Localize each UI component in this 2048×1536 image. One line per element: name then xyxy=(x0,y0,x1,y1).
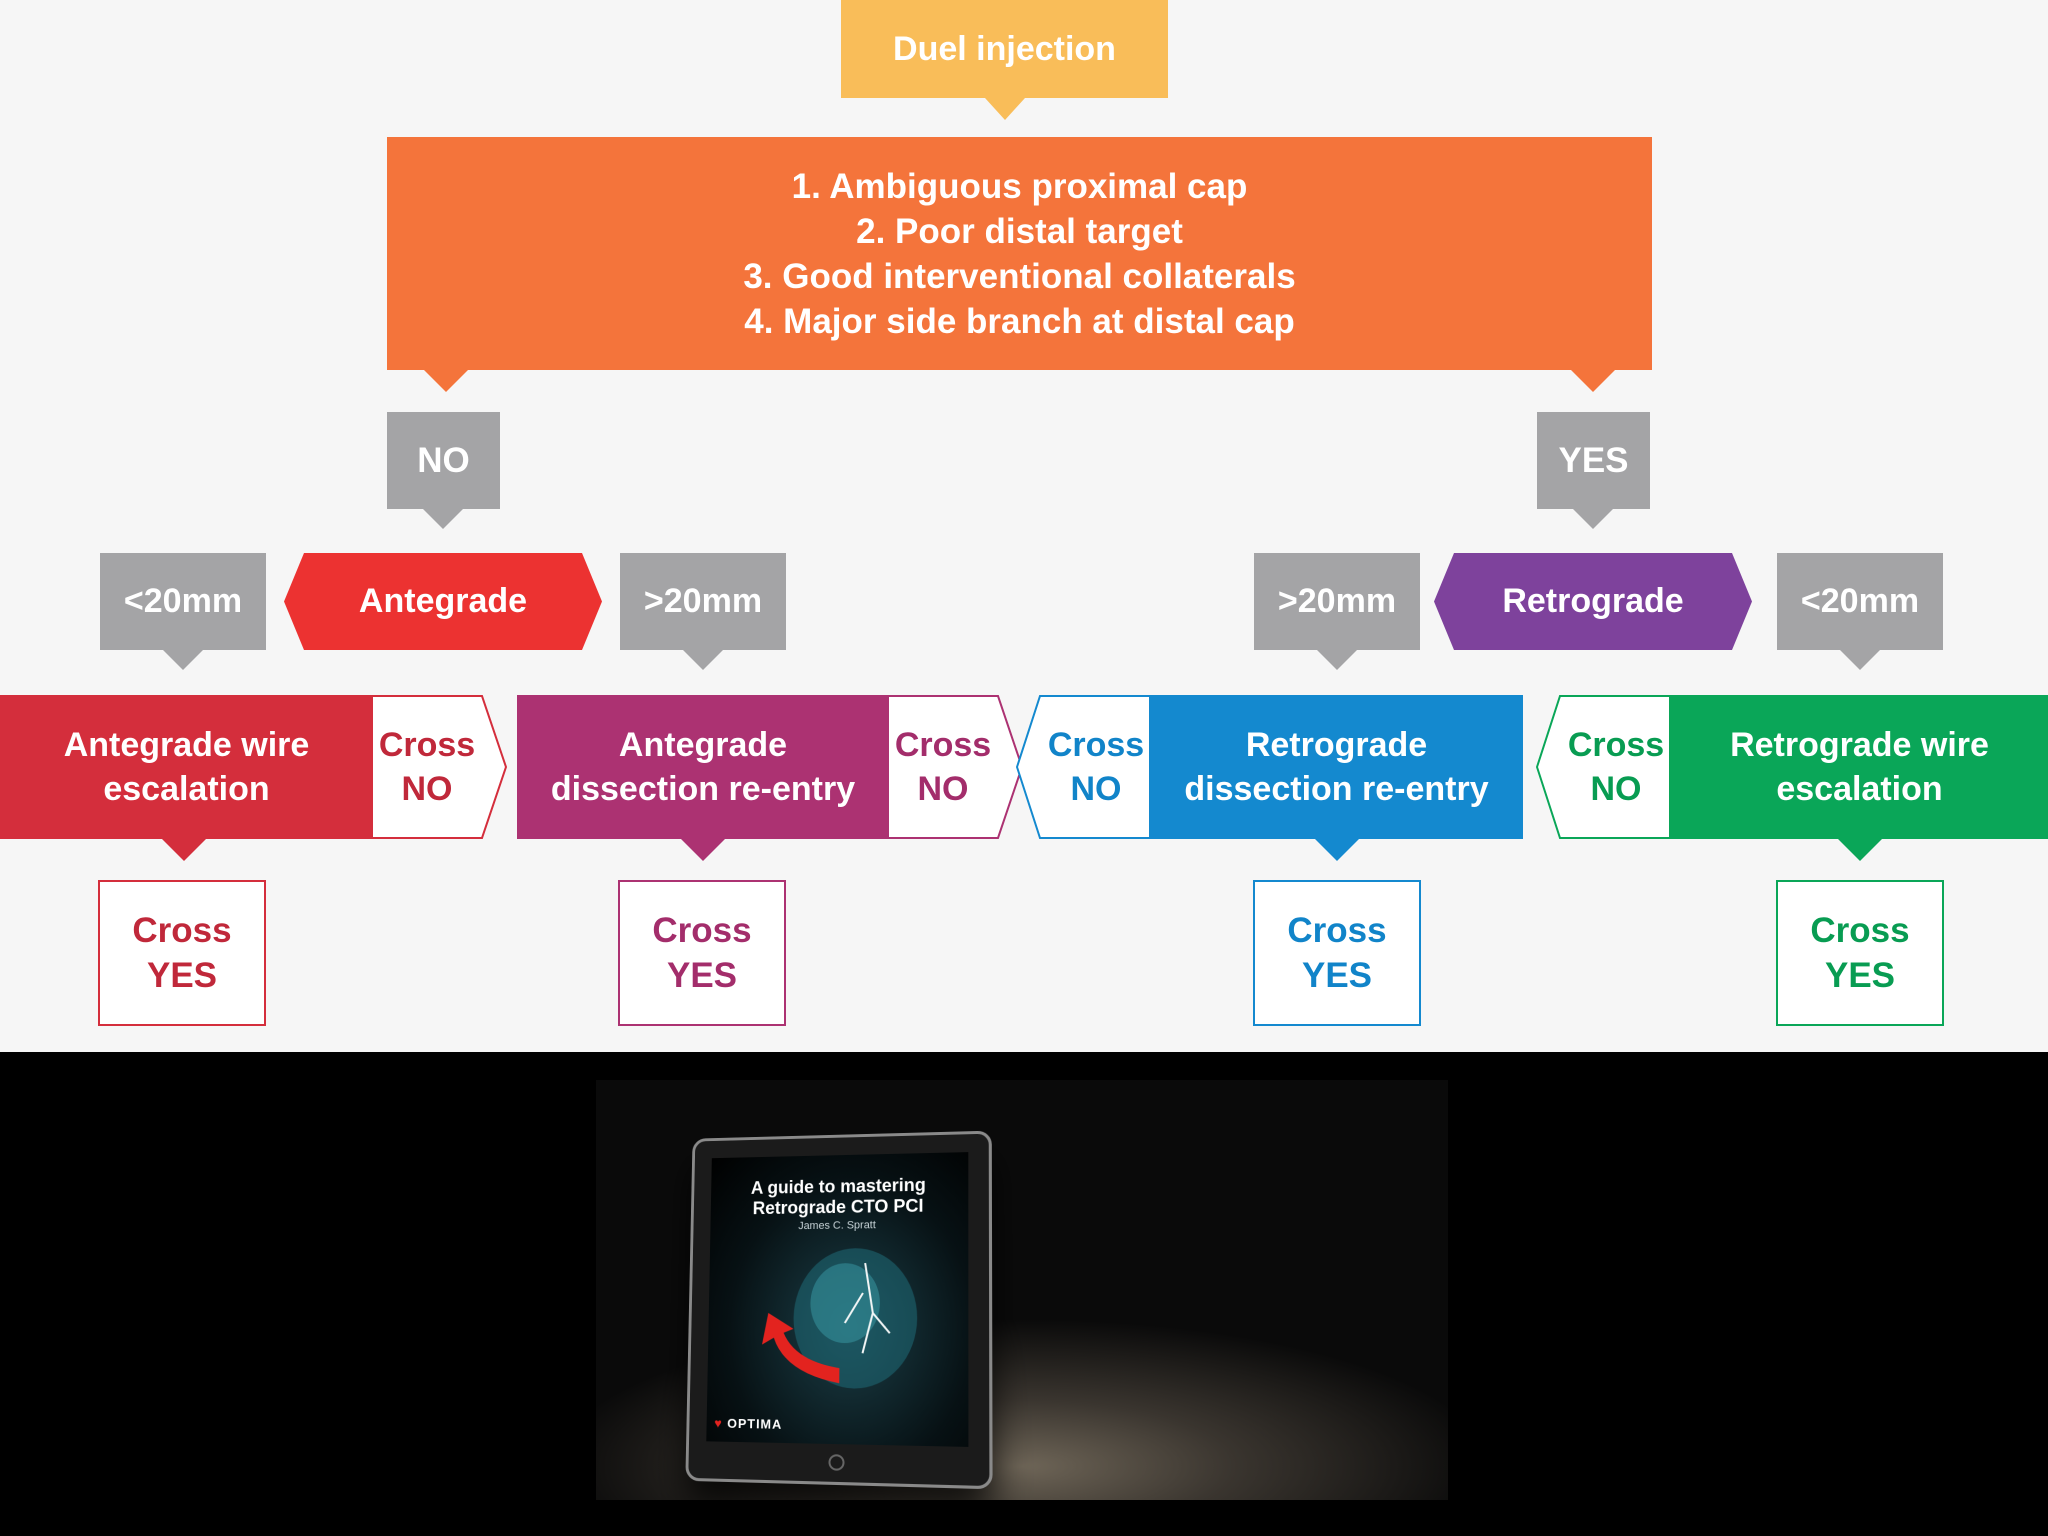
cross-no-retrograde-dissection: Cross NO xyxy=(1016,695,1151,839)
cross-yes-retrograde-dissection: Cross YES xyxy=(1253,880,1421,1026)
yes-result-label: YES xyxy=(1301,956,1373,995)
strategy-line-2: escalation xyxy=(1776,770,1943,808)
lt20mm-retrograde-box: <20mm xyxy=(1777,553,1943,650)
gt20mm-antegrade-arrow xyxy=(683,650,723,670)
retrograde-box: Retrograde xyxy=(1434,553,1752,650)
antegrade-box: Antegrade xyxy=(284,553,602,650)
gt20mm-retrograde-arrow xyxy=(1317,650,1357,670)
antegrade-dissection-reentry-arrow xyxy=(681,839,725,861)
antegrade-dissection-reentry-box: Antegrade dissection re-entry xyxy=(517,695,889,839)
gt20mm-antegrade-box: >20mm xyxy=(620,553,786,650)
cross-no-chevron-shape xyxy=(888,695,1023,839)
publisher-name: OPTIMA xyxy=(727,1415,783,1432)
cross-no-text: Cross NO xyxy=(372,695,482,839)
retrograde-label: Retrograde xyxy=(1502,582,1684,620)
heart-illustration xyxy=(761,1247,918,1390)
cross-label: Cross xyxy=(652,911,752,950)
cross-yes-antegrade-wire: Cross YES xyxy=(98,880,266,1026)
cross-label: Cross xyxy=(378,726,476,764)
cross-label: Cross xyxy=(1287,911,1387,950)
yes-result-label: YES xyxy=(1824,956,1896,995)
criteria-arrow-right xyxy=(1571,370,1615,392)
yes-result-label: YES xyxy=(666,956,738,995)
strategy-line-2: dissection re-entry xyxy=(1184,770,1489,808)
retrograde-wire-escalation-box: Retrograde wire escalation xyxy=(1671,695,2048,839)
book-title: A guide to mastering Retrograde CTO PCI xyxy=(720,1174,958,1219)
publisher-logo: ♥ OPTIMA xyxy=(714,1416,782,1432)
cross-label: Cross xyxy=(1047,726,1145,764)
gt20mm-label: >20mm xyxy=(643,582,763,620)
criterion-3: 3. Good interventional collaterals xyxy=(743,256,1296,296)
yes-arrow xyxy=(1573,509,1613,529)
cross-no-chevron-shape xyxy=(1016,695,1151,839)
cross-label: Cross xyxy=(1810,911,1910,950)
lt20mm-label: <20mm xyxy=(1800,582,1920,620)
book-title-line-2: Retrograde CTO PCI xyxy=(752,1195,924,1219)
antegrade-label: Antegrade xyxy=(358,582,528,620)
no-label: NO xyxy=(417,440,470,480)
no-result-label: NO xyxy=(1070,770,1122,808)
duel-injection-box: Duel injection xyxy=(841,0,1168,98)
criteria-arrow-left xyxy=(424,370,468,392)
strategy-line-2: escalation xyxy=(103,770,270,808)
cross-yes-antegrade-dissection: Cross YES xyxy=(618,880,786,1026)
cross-no-text: Cross NO xyxy=(1041,695,1151,839)
lt20mm-antegrade-arrow xyxy=(163,650,203,670)
retrograde-wire-escalation-arrow xyxy=(1838,839,1882,861)
yes-result-label: YES xyxy=(146,956,218,995)
book-author: James C. Spratt xyxy=(798,1219,876,1233)
cross-yes-retrograde-wire: Cross YES xyxy=(1776,880,1944,1026)
cross-no-text: Cross NO xyxy=(1561,695,1671,839)
cross-label: Cross xyxy=(1567,726,1665,764)
book-promo-image: A guide to mastering Retrograde CTO PCI … xyxy=(596,1080,1448,1500)
duel-injection-arrow xyxy=(985,98,1025,120)
yes-label: YES xyxy=(1558,440,1629,480)
criteria-box: 1. Ambiguous proximal cap 2. Poor distal… xyxy=(387,137,1652,370)
strategy-line-1: Antegrade wire xyxy=(63,726,310,764)
antegrade-wire-escalation-arrow xyxy=(162,839,206,861)
lt20mm-retrograde-arrow xyxy=(1840,650,1880,670)
tablet-screen: A guide to mastering Retrograde CTO PCI … xyxy=(706,1152,969,1447)
cross-no-chevron-shape xyxy=(1536,695,1671,839)
criterion-4: 4. Major side branch at distal cap xyxy=(744,301,1295,341)
cross-no-text: Cross NO xyxy=(888,695,998,839)
criterion-2: 2. Poor distal target xyxy=(856,211,1183,251)
cross-label: Cross xyxy=(132,911,232,950)
retrograde-dissection-reentry-box: Retrograde dissection re-entry xyxy=(1150,695,1523,839)
strategy-line-2: dissection re-entry xyxy=(550,770,856,808)
antegrade-wire-escalation-box: Antegrade wire escalation xyxy=(0,695,373,839)
gt20mm-label: >20mm xyxy=(1277,582,1397,620)
tablet-device: A guide to mastering Retrograde CTO PCI … xyxy=(685,1130,993,1490)
strategy-line-1: Retrograde wire xyxy=(1730,726,1989,764)
no-arrow xyxy=(423,509,463,529)
lt20mm-antegrade-box: <20mm xyxy=(100,553,266,650)
home-button-icon xyxy=(828,1454,845,1471)
duel-injection-label: Duel injection xyxy=(893,29,1116,68)
cross-no-antegrade-dissection: Cross NO xyxy=(888,695,1023,839)
no-result-label: NO xyxy=(917,770,969,808)
yes-box: YES xyxy=(1537,412,1650,509)
lt20mm-label: <20mm xyxy=(123,582,243,620)
gt20mm-retrograde-box: >20mm xyxy=(1254,553,1420,650)
strategy-line-1: Antegrade xyxy=(618,726,788,764)
heart-logo-icon: ♥ xyxy=(714,1415,723,1431)
cross-label: Cross xyxy=(894,726,992,764)
retrograde-dissection-reentry-arrow xyxy=(1315,839,1359,861)
criterion-1: 1. Ambiguous proximal cap xyxy=(791,166,1248,206)
no-result-label: NO xyxy=(1590,770,1642,808)
no-box: NO xyxy=(387,412,500,509)
no-result-label: NO xyxy=(401,770,453,808)
cross-no-retrograde-wire: Cross NO xyxy=(1536,695,1671,839)
cross-no-antegrade-wire: Cross NO xyxy=(372,695,507,839)
cross-no-chevron-shape xyxy=(372,695,507,839)
flowchart: Duel injection 1. Ambiguous proximal cap… xyxy=(0,0,2048,1052)
strategy-line-1: Retrograde xyxy=(1245,726,1428,764)
